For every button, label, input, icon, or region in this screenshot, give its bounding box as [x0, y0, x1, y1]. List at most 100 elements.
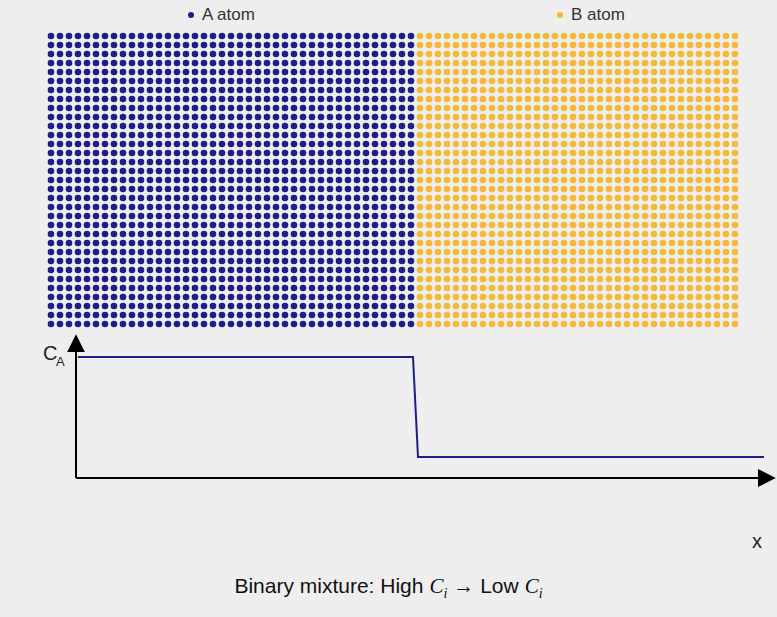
atom-dot: [336, 42, 343, 49]
atom-dot: [696, 114, 703, 121]
atom-dot: [219, 150, 226, 157]
atom-dot: [201, 213, 208, 220]
atom-dot: [669, 159, 676, 166]
atom-dot: [687, 222, 694, 229]
atom-dot: [615, 231, 622, 238]
atom-dot: [471, 105, 478, 112]
atom-dot: [435, 96, 442, 103]
atom-dot: [435, 60, 442, 67]
atom-dot: [309, 78, 316, 85]
atom-dot: [237, 123, 244, 130]
atom-dot: [489, 123, 496, 130]
atom-dot: [552, 159, 559, 166]
atom-dot: [111, 168, 118, 175]
atom-dot: [660, 78, 667, 85]
atom-dot: [102, 42, 109, 49]
atom-dot: [705, 114, 712, 121]
atom-dot: [516, 60, 523, 67]
atom-dot: [84, 186, 91, 193]
atom-dot: [606, 195, 613, 202]
atom-dot: [597, 204, 604, 211]
atom-dot: [156, 69, 163, 76]
atom-dot: [534, 177, 541, 184]
atom-dot: [210, 60, 217, 67]
atom-dot: [705, 204, 712, 211]
atom-dot: [102, 123, 109, 130]
atom-dot: [552, 231, 559, 238]
atom-dot: [498, 150, 505, 157]
atom-dot: [84, 87, 91, 94]
atom-dot: [264, 150, 271, 157]
atom-dot: [498, 186, 505, 193]
atom-dot: [93, 42, 100, 49]
atom-dot: [660, 96, 667, 103]
atom-dot: [237, 33, 244, 40]
atom-dot: [516, 186, 523, 193]
atom-dot: [228, 114, 235, 121]
atom-dot: [237, 51, 244, 58]
atom-dot: [165, 150, 172, 157]
atom-dot: [174, 231, 181, 238]
atom-dot: [291, 150, 298, 157]
atom-dot: [579, 123, 586, 130]
atom-dot: [534, 186, 541, 193]
atom-dot: [273, 87, 280, 94]
atom-dot: [192, 96, 199, 103]
atom-dot: [318, 33, 325, 40]
atom-dot: [372, 168, 379, 175]
atom-dot: [723, 105, 730, 112]
atom-dot: [579, 96, 586, 103]
atom-dot: [597, 159, 604, 166]
atom-dot: [723, 51, 730, 58]
atom-dot: [102, 249, 109, 256]
atom-dot: [615, 204, 622, 211]
atom-dot: [669, 114, 676, 121]
atom-dot: [498, 105, 505, 112]
atom-dot: [66, 87, 73, 94]
atom-dot: [651, 141, 658, 148]
atom-dot: [273, 51, 280, 58]
atom-dot: [228, 123, 235, 130]
atom-dot: [489, 114, 496, 121]
atom-dot: [354, 150, 361, 157]
atom-dot: [57, 159, 64, 166]
atom-dot: [471, 222, 478, 229]
atom-dot: [498, 177, 505, 184]
atom-dot: [543, 258, 550, 265]
atom-dot: [138, 195, 145, 202]
atom-dot: [354, 231, 361, 238]
atom-dot: [210, 105, 217, 112]
atom-dot: [471, 132, 478, 139]
atom-dot: [291, 159, 298, 166]
atom-dot: [228, 168, 235, 175]
atom-dot: [642, 78, 649, 85]
atom-dot: [552, 123, 559, 130]
atom-dot: [408, 42, 415, 49]
atom-dot: [408, 141, 415, 148]
atom-dot: [273, 213, 280, 220]
atom-dot: [93, 150, 100, 157]
atom-dot: [534, 168, 541, 175]
atom-dot: [624, 141, 631, 148]
atom-dot: [111, 177, 118, 184]
atom-dot: [255, 141, 262, 148]
atom-dot: [264, 105, 271, 112]
atom-dot: [732, 96, 739, 103]
atom-dot: [84, 33, 91, 40]
atom-dot: [138, 87, 145, 94]
atom-dot: [678, 33, 685, 40]
atom-dot: [129, 204, 136, 211]
atom-dot: [597, 123, 604, 130]
atom-dot: [417, 222, 424, 229]
atom-dot: [84, 51, 91, 58]
atom-dot: [408, 249, 415, 256]
atom-dot: [381, 258, 388, 265]
atom-dot: [228, 87, 235, 94]
atom-dot: [201, 195, 208, 202]
atom-dot: [453, 105, 460, 112]
atom-dot: [615, 60, 622, 67]
atom-dot: [624, 195, 631, 202]
atom-dot: [651, 150, 658, 157]
atom-dot: [408, 51, 415, 58]
atom-dot: [624, 42, 631, 49]
